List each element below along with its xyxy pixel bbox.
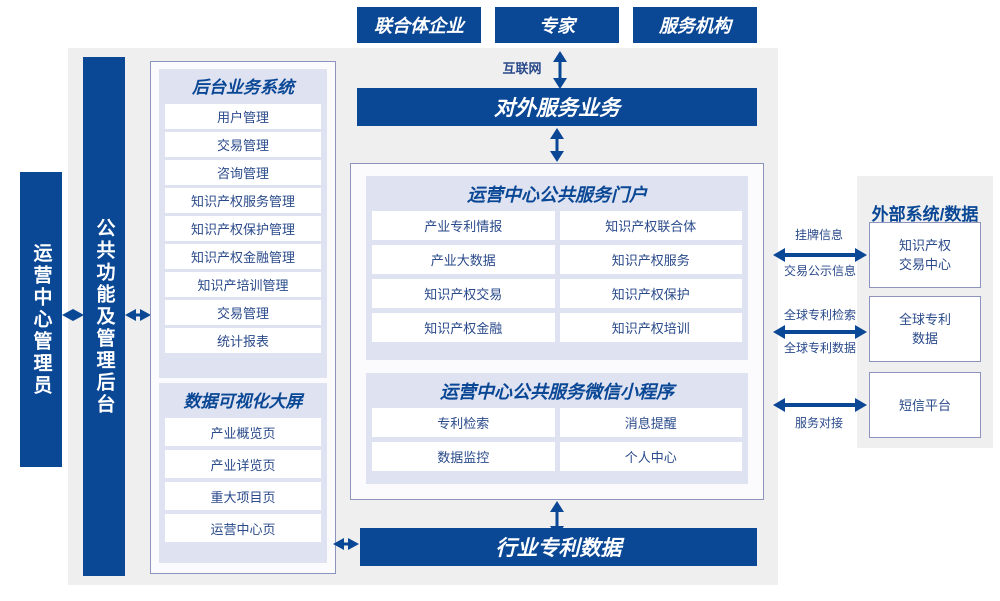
common-to-backoffice-arrow-icon: [125, 309, 151, 321]
backoffice-item[interactable]: 知识产权保护管理: [165, 216, 321, 241]
actor-label: 服务机构: [659, 16, 731, 36]
external-system-sms-platform[interactable]: 短信平台: [869, 372, 981, 438]
portal-item[interactable]: 知识产权服务: [559, 245, 742, 274]
visualization-item[interactable]: 重大项目页: [165, 482, 321, 510]
portal-item[interactable]: 知识产权联合体: [559, 211, 742, 240]
backoffice-item[interactable]: 交易管理: [165, 300, 321, 325]
backoffice-group: 后台业务系统 用户管理 交易管理 咨询管理 知识产权服务管理 知识产权保护管理 …: [159, 69, 327, 378]
left-column-common-functions[interactable]: 公共功能及管理后台: [83, 57, 125, 576]
external-panel-title: 外部系统/数据: [871, 205, 979, 224]
backoffice-item[interactable]: 交易管理: [165, 132, 321, 157]
portal-group: 运营中心公共服务门户 产业专利情报 知识产权联合体 产业大数据 知识产权服务 知…: [366, 176, 748, 360]
connector-label-transaction-disclosure: 交易公示信息: [783, 264, 856, 278]
industry-data-bar[interactable]: 行业专利数据: [360, 528, 757, 566]
external-service-label: 对外服务业务: [494, 97, 620, 120]
actor-box-consortium[interactable]: 联合体企业: [357, 7, 481, 43]
service-to-portal-arrow-icon: [550, 128, 564, 162]
backoffice-item[interactable]: 知识产培训管理: [165, 272, 321, 297]
external-connector-arrow-icon: [773, 325, 867, 339]
connector-label-global-patent-data: 全球专利数据: [783, 341, 856, 355]
connector-label-global-patent-search: 全球专利检索: [783, 308, 856, 322]
external-system-global-patent-data[interactable]: 全球专利 数据: [869, 296, 981, 362]
internet-arrow-icon: [553, 51, 567, 89]
miniprogram-title: 运营中心公共服务微信小程序: [440, 382, 674, 402]
external-connector-arrow-icon: [773, 248, 867, 262]
actor-label: 联合体企业: [374, 16, 464, 36]
backoffice-title: 后台业务系统: [192, 78, 294, 97]
external-service-bar[interactable]: 对外服务业务: [357, 88, 757, 126]
connector-label-service-integration: 服务对接: [794, 416, 843, 430]
portal-item[interactable]: 知识产权交易: [372, 279, 555, 308]
backoffice-item[interactable]: 知识产权服务管理: [165, 188, 321, 213]
external-connector-arrow-icon: [773, 398, 867, 412]
actor-label: 专家: [539, 16, 575, 36]
miniprogram-item[interactable]: 个人中心: [559, 442, 742, 471]
backoffice-item[interactable]: 统计报表: [165, 328, 321, 353]
actor-box-expert[interactable]: 专家: [495, 7, 619, 43]
backoffice-item[interactable]: 咨询管理: [165, 160, 321, 185]
portal-item[interactable]: 知识产权金融: [372, 313, 555, 342]
internet-label: 互联网: [502, 61, 542, 76]
miniprogram-item[interactable]: 消息提醒: [559, 408, 742, 437]
visualization-item[interactable]: 产业概览页: [165, 418, 321, 446]
portal-item[interactable]: 产业专利情报: [372, 211, 555, 240]
visualization-title: 数据可视化大屏: [183, 392, 303, 411]
left-column-label: 公共功能及管理后台: [93, 217, 115, 416]
portal-title: 运营中心公共服务门户: [467, 185, 647, 205]
visualization-item[interactable]: 产业详览页: [165, 450, 321, 478]
industry-data-label: 行业专利数据: [495, 537, 622, 560]
visualization-to-industry-arrow-icon: [333, 538, 359, 550]
visualization-group: 数据可视化大屏 产业概览页 产业详览页 重大项目页 运营中心页: [159, 383, 327, 563]
miniprogram-item[interactable]: 专利检索: [372, 408, 555, 437]
portal-grid: 产业专利情报 知识产权联合体 产业大数据 知识产权服务 知识产权交易 知识产权保…: [372, 211, 742, 342]
portal-item[interactable]: 知识产权培训: [559, 313, 742, 342]
portal-item[interactable]: 知识产权保护: [559, 279, 742, 308]
miniprogram-grid: 专利检索 消息提醒 数据监控 个人中心: [372, 408, 742, 471]
backoffice-item[interactable]: 用户管理: [165, 104, 321, 129]
left-column-admin[interactable]: 运营中心管理员: [20, 172, 62, 467]
actor-box-service-org[interactable]: 服务机构: [633, 7, 757, 43]
external-system-ip-exchange[interactable]: 知识产权 交易中心: [869, 222, 981, 288]
miniprogram-group: 运营中心公共服务微信小程序 专利检索 消息提醒 数据监控 个人中心: [366, 373, 748, 484]
admin-to-common-arrow-icon: [62, 309, 84, 321]
portal-item[interactable]: 产业大数据: [372, 245, 555, 274]
connector-label-listing-info: 挂牌信息: [794, 228, 843, 242]
backoffice-item[interactable]: 知识产权金融管理: [165, 244, 321, 269]
backoffice-list: 用户管理 交易管理 咨询管理 知识产权服务管理 知识产权保护管理 知识产权金融管…: [165, 104, 321, 353]
visualization-item[interactable]: 运营中心页: [165, 514, 321, 542]
left-column-label: 运营中心管理员: [30, 242, 52, 397]
visualization-list: 产业概览页 产业详览页 重大项目页 运营中心页: [165, 418, 321, 542]
miniprogram-item[interactable]: 数据监控: [372, 442, 555, 471]
